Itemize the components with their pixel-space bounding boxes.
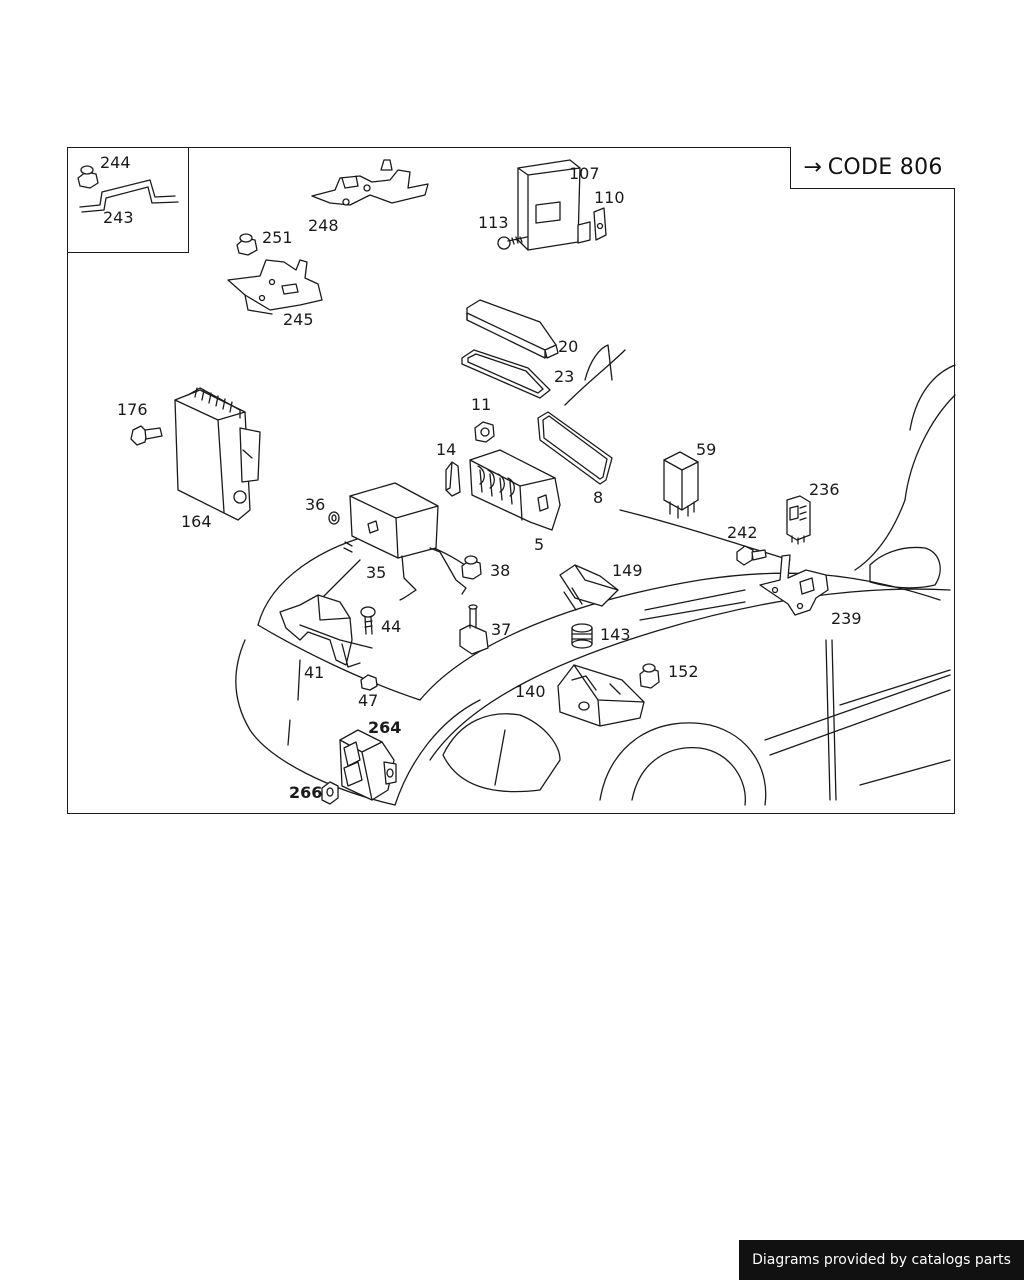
callout-38: 38 — [490, 561, 511, 580]
callout-8: 8 — [593, 488, 604, 507]
callout-20: 20 — [558, 337, 579, 356]
footer-credit: Diagrams provided by catalogs parts — [739, 1240, 1024, 1280]
module-107 — [497, 159, 607, 251]
callout-149: 149 — [612, 561, 643, 580]
inset-box — [67, 147, 189, 253]
callout-113: 113 — [478, 213, 509, 232]
callout-35: 35 — [366, 563, 387, 582]
callout-11: 11 — [471, 395, 492, 414]
code-label: CODE 806 — [827, 155, 943, 180]
callout-36: 36 — [305, 495, 326, 514]
callout-14: 14 — [436, 440, 457, 459]
callout-5: 5 — [534, 535, 545, 554]
relay-236 — [786, 495, 811, 545]
callout-107: 107 — [569, 164, 600, 183]
callout-266: 266 — [289, 783, 323, 802]
callout-244: 244 — [100, 153, 131, 172]
callout-23: 23 — [554, 367, 575, 386]
callout-176: 176 — [117, 400, 148, 419]
callout-41: 41 — [304, 663, 325, 682]
callout-152: 152 — [668, 662, 699, 681]
washer-36 — [328, 511, 340, 525]
unit-264 — [339, 729, 397, 801]
bracket-245-with-nut-251 — [227, 233, 323, 315]
cover-20 — [466, 299, 559, 359]
stud-37 — [459, 604, 489, 655]
clamp-243-with-nut-244 — [77, 165, 179, 213]
bracket-239-with-bolt-242 — [736, 545, 829, 616]
gasket-23 — [461, 349, 551, 399]
nut-47 — [360, 674, 378, 691]
bracket-35 — [343, 482, 467, 601]
relay-59 — [663, 451, 699, 519]
callout-37: 37 — [491, 620, 512, 639]
callout-164: 164 — [181, 512, 212, 531]
callout-143: 143 — [600, 625, 631, 644]
grommet-143 — [571, 623, 593, 649]
module-140 — [557, 664, 645, 727]
code-reference-box: → CODE 806 — [790, 147, 955, 189]
clip-14 — [445, 461, 461, 497]
screw-44 — [360, 606, 376, 635]
gasket-8 — [537, 411, 613, 485]
bracket-41 — [279, 594, 373, 668]
callout-264: 264 — [368, 718, 402, 737]
nut-152 — [639, 663, 660, 689]
callout-245: 245 — [283, 310, 314, 329]
callout-59: 59 — [696, 440, 717, 459]
arrow-right-icon: → — [803, 155, 822, 180]
callout-140: 140 — [515, 682, 546, 701]
callout-251: 251 — [262, 228, 293, 247]
part-149 — [559, 564, 619, 611]
footer-credit-text: Diagrams provided by catalogs parts — [752, 1252, 1011, 1268]
bracket-248 — [311, 159, 429, 206]
control-unit-164 — [130, 387, 261, 521]
callout-44: 44 — [381, 617, 402, 636]
callout-243: 243 — [103, 208, 134, 227]
nut-38 — [461, 555, 482, 580]
nut-266 — [321, 781, 339, 805]
callout-242: 242 — [727, 523, 758, 542]
callout-236: 236 — [809, 480, 840, 499]
callout-248: 248 — [308, 216, 339, 235]
nut-11 — [474, 421, 495, 443]
callout-47: 47 — [358, 691, 379, 710]
relay-box-5 — [469, 449, 561, 531]
callout-239: 239 — [831, 609, 862, 628]
callout-110: 110 — [594, 188, 625, 207]
